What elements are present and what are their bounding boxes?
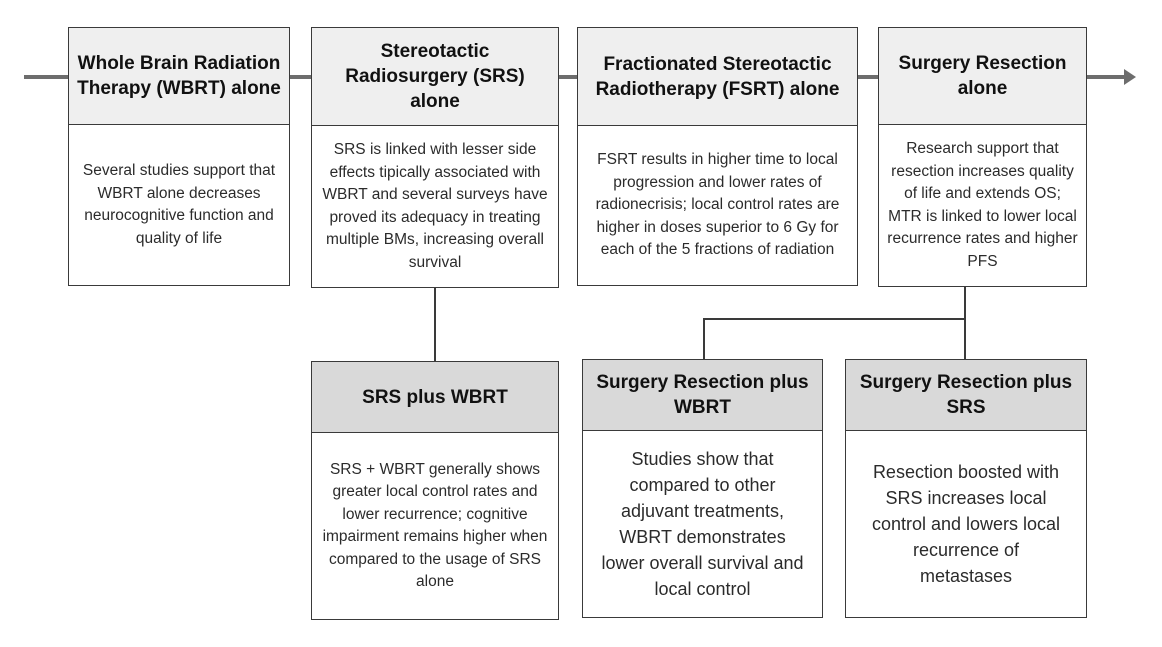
connector-to-surgery-plus-wbrt [703,318,705,360]
srs-plus-wbrt-title: SRS plus WBRT [312,362,558,433]
timeline-arrowhead [1124,69,1136,85]
srs-alone-description: SRS is linked with lesser side effects t… [322,141,548,271]
connector-surgery-horizontal [703,318,965,320]
surgery-plus-wbrt-description: Studies show that compared to other adju… [601,449,804,599]
surgery-alone-box: Surgery Resection alone Research support… [878,27,1087,287]
timeline-axis [24,75,1128,79]
surgery-alone-title: Surgery Resection alone [879,28,1086,125]
fsrt-alone-description: FSRT results in higher time to local pro… [595,151,840,259]
surgery-plus-wbrt-title: Surgery Resection plus WBRT [583,360,822,431]
wbrt-alone-description: Several studies support that WBRT alone … [82,162,276,247]
surgery-plus-srs-box: Surgery Resection plus SRS Resection boo… [845,359,1087,618]
fsrt-alone-title: Fractionated Stereotactic Radiotherapy (… [578,28,857,126]
srs-plus-wbrt-description: SRS + WBRT generally shows greater local… [322,460,548,591]
fsrt-alone-box: Fractionated Stereotactic Radiotherapy (… [577,27,858,286]
surgery-alone-description: Research support that resection increase… [887,140,1078,270]
wbrt-alone-title: Whole Brain Radiation Therapy (WBRT) alo… [69,28,289,125]
srs-alone-title: Stereotactic Radiosurgery (SRS) alone [312,28,558,126]
wbrt-alone-box: Whole Brain Radiation Therapy (WBRT) alo… [68,27,290,286]
connector-srs-to-srs-plus-wbrt [434,287,436,362]
srs-plus-wbrt-box: SRS plus WBRT SRS + WBRT generally shows… [311,361,559,620]
srs-alone-box: Stereotactic Radiosurgery (SRS) alone SR… [311,27,559,288]
surgery-plus-wbrt-box: Surgery Resection plus WBRT Studies show… [582,359,823,618]
surgery-plus-srs-description: Resection boosted with SRS increases loc… [871,462,1061,586]
surgery-plus-srs-title: Surgery Resection plus SRS [846,360,1086,431]
connector-surgery-vertical [964,286,966,360]
